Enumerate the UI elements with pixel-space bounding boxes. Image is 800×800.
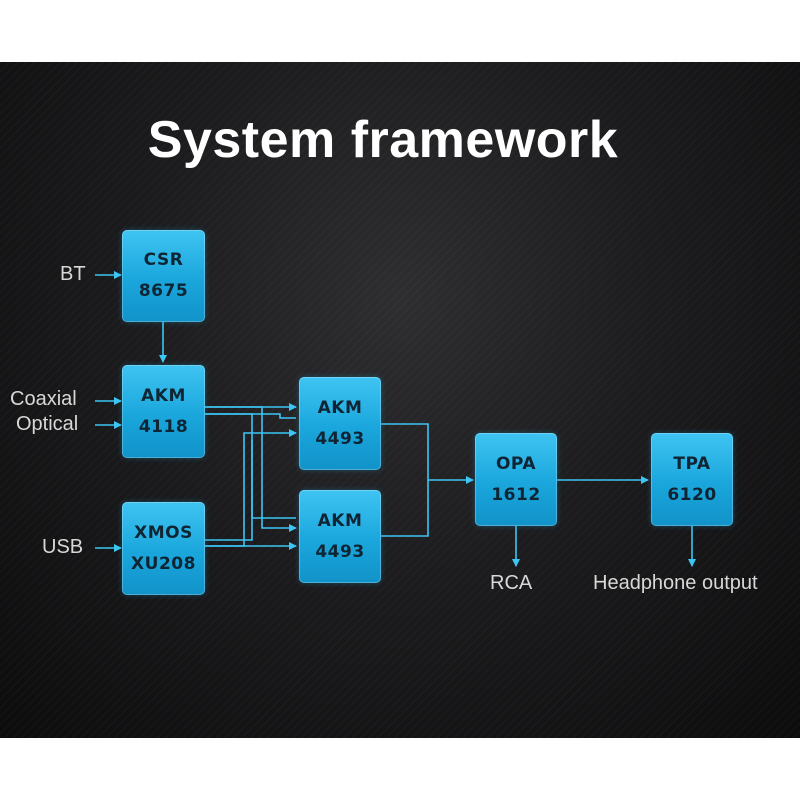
input-label-coaxial: Coaxial <box>10 388 77 410</box>
chip-tpa-line2: 6120 <box>667 484 717 505</box>
input-label-usb: USB <box>42 536 84 558</box>
chip-opa-1612: OPA 1612 <box>475 433 557 526</box>
input-label-optical: Optical <box>16 413 79 435</box>
chip-akm4493-top-line2: 4493 <box>315 428 365 449</box>
akm4118-branch-1 <box>205 406 297 532</box>
input-label-bt: BT <box>60 263 86 285</box>
chip-xmos-line2: XU208 <box>131 553 196 574</box>
chip-akm4118-line1: AKM <box>141 385 186 406</box>
chip-opa-line1: OPA <box>495 453 536 474</box>
xmos-branch-2 <box>205 440 253 541</box>
chip-akm-4493-bottom: AKM 4493 <box>299 490 381 583</box>
chip-akm4493-bottom-line2: 4493 <box>315 541 365 562</box>
chip-akm4118-line2: 4118 <box>138 416 189 437</box>
chip-opa-line2: 1612 <box>491 484 541 505</box>
chip-akm-4118: AKM 4118 <box>122 365 205 458</box>
page-title: System framework <box>147 111 619 169</box>
chip-xmos-line1: XMOS <box>134 522 193 543</box>
chip-csr-8675: CSR 8675 <box>122 230 205 322</box>
akm4493-bottom-to-opa <box>381 480 429 537</box>
chip-tpa-6120: TPA 6120 <box>651 433 733 526</box>
xmos-to-akm4493-top <box>205 429 297 547</box>
chip-tpa-line1: TPA <box>673 453 711 474</box>
chip-xmos-xu208: XMOS XU208 <box>122 502 205 595</box>
chip-akm4493-bottom-line1: AKM <box>317 510 363 531</box>
chip-akm-4493-top: AKM 4493 <box>299 377 381 470</box>
akm4118-branch-2 <box>205 413 296 519</box>
output-label-rca: RCA <box>490 572 533 594</box>
chip-akm4493-top-line1: AKM <box>317 397 363 418</box>
akm4493-top-to-opa <box>381 423 474 484</box>
chip-csr-line1: CSR <box>143 250 184 270</box>
output-label-headphone: Headphone output <box>593 572 758 594</box>
chip-csr-line2: 8675 <box>138 281 189 301</box>
diagram-panel: System framework <box>0 62 800 738</box>
